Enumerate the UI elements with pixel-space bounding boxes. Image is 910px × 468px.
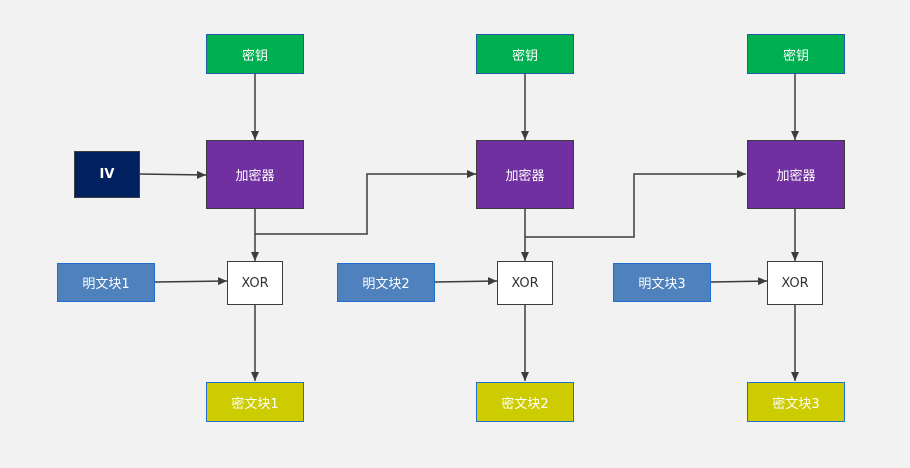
arrow-plaintext-to-xor-1	[154, 277, 228, 286]
arrow-feedback-2-to-encryptor-3	[525, 170, 746, 238]
ciphertext-block-3: 密文块3	[747, 382, 845, 422]
key-box-3: 密钥	[747, 34, 845, 74]
plaintext-block-1: 明文块1	[57, 263, 155, 302]
iv-box: IV	[74, 151, 140, 198]
encryptor-box-1: 加密器	[206, 140, 304, 209]
key-box-2: 密钥	[476, 34, 574, 74]
arrow-iv-to-encryptor-1	[138, 170, 207, 179]
encryptor-box-2: 加密器	[476, 140, 574, 209]
xor-box-2: XOR	[497, 261, 553, 305]
plaintext-block-3: 明文块3	[613, 263, 711, 302]
key-box-1: 密钥	[206, 34, 304, 74]
ciphertext-block-2: 密文块2	[476, 382, 574, 422]
encryptor-box-3: 加密器	[747, 140, 845, 209]
xor-box-3: XOR	[767, 261, 823, 305]
ciphertext-block-1: 密文块1	[206, 382, 304, 422]
arrow-plaintext-to-xor-2	[434, 277, 498, 286]
arrow-plaintext-to-xor-3	[710, 277, 768, 286]
arrow-feedback-1-to-encryptor-2	[255, 170, 476, 235]
plaintext-block-2: 明文块2	[337, 263, 435, 302]
xor-box-1: XOR	[227, 261, 283, 305]
